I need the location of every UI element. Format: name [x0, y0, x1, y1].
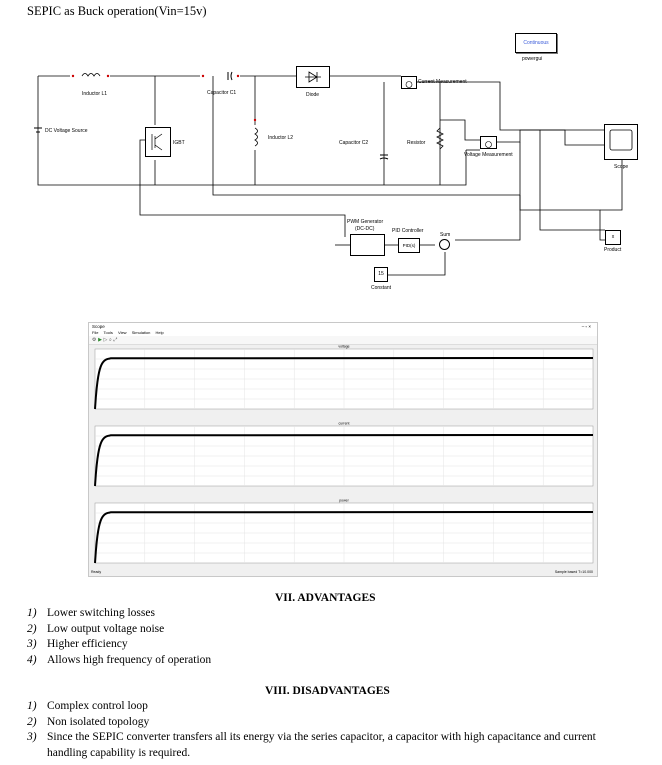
pid-controller-block[interactable]: PID(s) — [398, 238, 420, 253]
scope-window: Scope – ▫ × File Tools View Simulation H… — [88, 322, 598, 577]
list-item: 1) Lower switching losses — [27, 606, 211, 622]
resistor-label: Resistor — [407, 140, 426, 146]
advantages-heading: VII. ADVANTAGES — [275, 592, 376, 604]
advantages-list: 1) Lower switching losses 2) Low output vo… — [27, 606, 211, 668]
item-text: Low output voltage noise — [47, 622, 165, 635]
scope-panel-power: power — [94, 499, 594, 564]
item-number: 4) — [27, 653, 37, 666]
list-item: 1) Complex control loop — [27, 699, 627, 715]
scope-statusbar: Ready Sample based T=10.000 — [89, 569, 597, 576]
status-ready: Ready — [91, 570, 102, 574]
menu-view[interactable]: View — [117, 330, 127, 335]
panel-title: power — [339, 499, 349, 503]
ammeter-icon — [405, 81, 413, 88]
menu-tools[interactable]: Tools — [103, 330, 113, 335]
step-icon[interactable]: ▷ — [103, 337, 108, 343]
pid-controller-label: PID Controller — [392, 228, 424, 234]
item-number: 3) — [27, 731, 37, 743]
constant-block[interactable]: 15 — [374, 267, 388, 282]
autoscale-icon[interactable]: ⤢ — [113, 337, 118, 343]
diode-block[interactable] — [296, 66, 330, 88]
disadvantages-list: 1) Complex control loop 2) Non isolated to… — [27, 699, 627, 761]
item-number: 1) — [27, 607, 37, 619]
zoom-icon[interactable]: ⌕ — [108, 337, 112, 343]
menu-help[interactable]: Help — [155, 330, 164, 335]
capacitor-c2-label: Capacitor C2 — [339, 140, 369, 146]
settings-icon[interactable]: ⚙ — [92, 337, 97, 343]
menu-file[interactable]: File — [92, 330, 99, 335]
run-icon[interactable]: ▶ — [98, 337, 102, 343]
list-item: 3) Since the SEPIC converter transfers al… — [27, 730, 627, 761]
voltage-measurement-block[interactable] — [480, 136, 497, 149]
diode-label: Diode — [306, 92, 320, 98]
item-text: Lower switching losses — [47, 607, 155, 619]
voltage-measurement-label: Voltage Measurement — [464, 152, 513, 158]
powergui-caption: powergui — [522, 56, 543, 62]
scope-block[interactable] — [604, 124, 638, 160]
scope-panel-current: current — [94, 422, 594, 487]
scope-plots: voltage current power — [94, 345, 594, 564]
transistor-icon — [151, 133, 163, 151]
capacitor-c1-label: Capacitor C1 — [207, 90, 237, 96]
igbt-block[interactable] — [145, 127, 171, 157]
item-text: Complex control loop — [47, 700, 148, 712]
item-text: Since the SEPIC converter transfers all … — [47, 731, 596, 759]
sum-label: Sum — [440, 232, 451, 238]
panel-title: current — [339, 422, 350, 426]
item-text: Allows high frequency of operation — [47, 653, 212, 666]
voltmeter-icon — [485, 141, 492, 148]
item-number: 3) — [27, 638, 37, 650]
powergui-block[interactable]: Continuous — [515, 33, 557, 53]
list-item: 2) Low output voltage noise — [27, 622, 211, 638]
circuit-wiring — [34, 71, 623, 276]
list-item: 4) Allows high frequency of operation — [27, 653, 211, 669]
item-number: 1) — [27, 700, 37, 712]
pwm-generator-sublabel: (DC-DC) — [355, 226, 375, 232]
constant-label: Constant — [371, 285, 392, 291]
current-measurement-label: Current Measurement — [418, 79, 467, 85]
sum-block[interactable] — [439, 239, 450, 250]
window-controls[interactable]: – ▫ × — [581, 324, 591, 329]
scope-toolbar: ⚙ ▶ ▷ ⌕ ⤢ — [89, 336, 597, 345]
panel-title: voltage — [338, 345, 349, 349]
status-sample: Sample based T=10.000 — [554, 570, 593, 574]
signal-trace — [94, 511, 594, 564]
scope-window-title: Scope — [92, 324, 105, 329]
inductor-l2-label: Inductor L2 — [268, 135, 294, 141]
product-block[interactable]: x — [605, 230, 621, 245]
inductor-l1-label: Inductor L1 — [82, 91, 108, 97]
signal-trace — [94, 434, 594, 487]
page-title: SEPIC as Buck operation(Vin=15v) — [27, 4, 207, 18]
product-label: Product — [604, 247, 622, 253]
igbt-label: IGBT — [173, 140, 185, 146]
scope-titlebar: Scope – ▫ × — [89, 323, 597, 330]
pwm-generator-block[interactable] — [350, 234, 385, 256]
diode-icon — [305, 71, 321, 83]
scope-menubar: File Tools View Simulation Help — [89, 330, 597, 336]
disadvantages-heading: VIII. DISADVANTAGES — [265, 685, 390, 697]
dc-source-label: DC Voltage Source — [45, 128, 88, 134]
item-text: Higher efficiency — [47, 638, 128, 650]
list-item: 3) Higher efficiency — [27, 637, 211, 653]
current-measurement-block[interactable] — [401, 76, 417, 89]
list-item: 2) Non isolated topology — [27, 715, 627, 731]
pwm-generator-label: PWM Generator — [347, 219, 384, 225]
menu-simulation[interactable]: Simulation — [131, 330, 151, 335]
item-number: 2) — [27, 715, 37, 728]
scope-label: Scope — [614, 164, 629, 170]
scope-panel-voltage: voltage — [94, 345, 594, 410]
item-number: 2) — [27, 622, 37, 635]
scope-icon — [609, 129, 633, 151]
signal-trace — [94, 357, 594, 410]
item-text: Non isolated topology — [47, 715, 150, 728]
